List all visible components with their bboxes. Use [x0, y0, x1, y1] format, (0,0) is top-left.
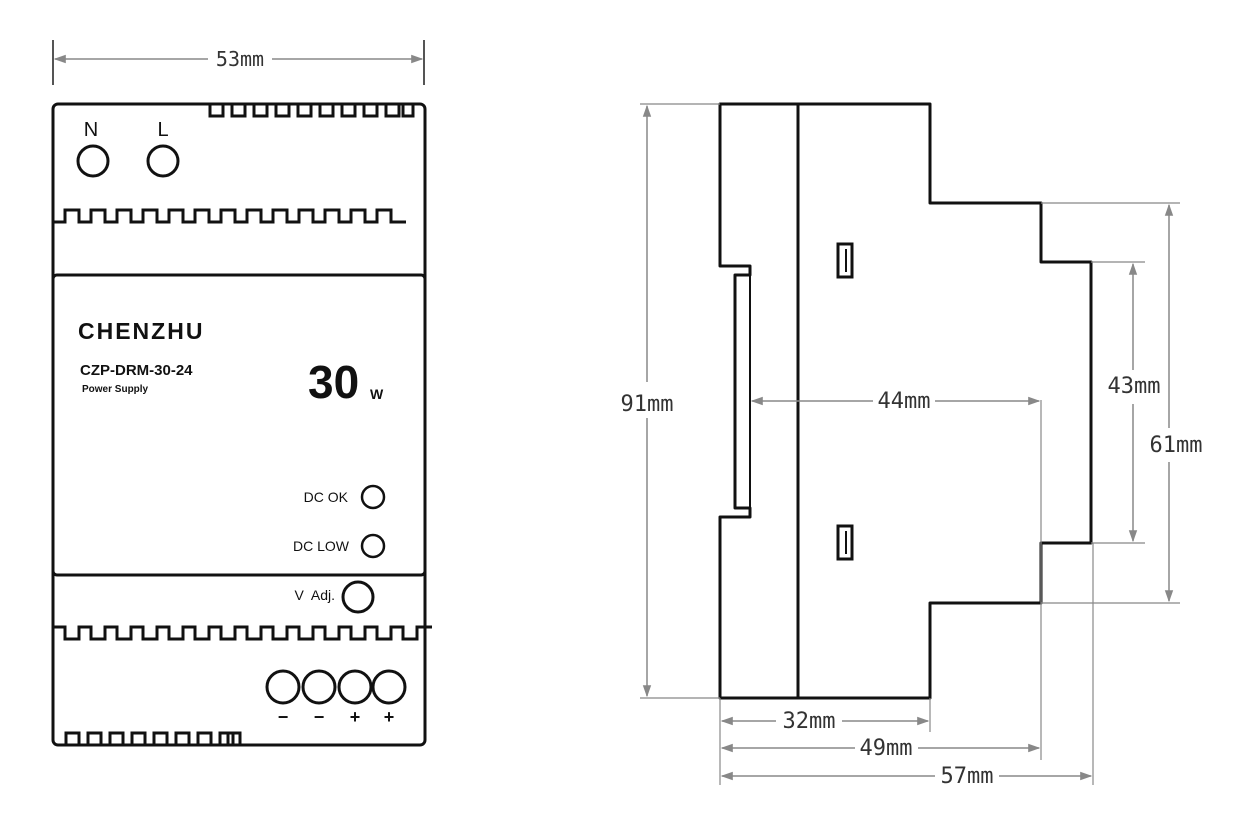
indicator-dc-ok-label: DC OK — [304, 489, 349, 505]
height-61-label: 61mm — [1150, 433, 1203, 458]
output-polarity-2: − — [314, 707, 325, 727]
front-view: 53mm N L CHENZHU CZP-DRM-30-24 Power Sup… — [51, 40, 432, 747]
front-width-label: 53mm — [216, 47, 264, 71]
indicator-dc-ok-led — [360, 484, 386, 510]
power-unit: W — [370, 386, 384, 402]
output-polarity-1: − — [278, 707, 289, 727]
model-number: CZP-DRM-30-24 — [80, 362, 193, 379]
terminal-n-screw — [76, 144, 110, 178]
terminal-l-label: L — [157, 119, 168, 141]
output-polarity-3: + — [350, 707, 361, 727]
depth-dimensions: 32mm 49mm 57mm — [719, 543, 1094, 789]
bottom-vent-slots — [64, 731, 242, 745]
output-polarity-4: + — [384, 707, 395, 727]
depth-57-label: 57mm — [941, 764, 994, 789]
terminal-n-label: N — [84, 119, 98, 141]
power-rating: 30 — [308, 356, 359, 408]
lower-vent-band — [53, 625, 432, 641]
front-width-dimension: 53mm — [52, 40, 425, 85]
indicator-dc-low-led — [360, 533, 386, 559]
voltage-adjust-label: V Adj. — [295, 587, 335, 603]
height-43-label: 43mm — [1108, 374, 1161, 399]
product-subtitle: Power Supply — [82, 384, 149, 395]
depth-44-dimension: 44mm — [750, 389, 1042, 760]
depth-44-label: 44mm — [878, 389, 931, 414]
output-terminal-2 — [301, 669, 337, 705]
upper-vent-band — [53, 208, 406, 224]
voltage-adjust-pot — [341, 580, 375, 614]
top-vent-slots — [208, 104, 415, 118]
height-43-dimension: 43mm — [1091, 261, 1161, 544]
output-terminal-3 — [337, 669, 373, 705]
label-panel — [51, 273, 427, 577]
height-61-dimension: 61mm — [1041, 202, 1203, 604]
height-91-dimension: 91mm — [621, 103, 720, 699]
height-91-label: 91mm — [621, 392, 674, 417]
brand-name: CHENZHU — [78, 318, 204, 344]
depth-49-label: 49mm — [860, 736, 913, 761]
terminal-l-screw — [146, 144, 180, 178]
side-view: 91mm 61mm 43mm 44mm — [621, 102, 1203, 789]
depth-32-label: 32mm — [783, 709, 836, 734]
output-terminal-4 — [371, 669, 407, 705]
indicator-dc-low-label: DC LOW — [293, 538, 350, 554]
output-terminal-1 — [265, 669, 301, 705]
